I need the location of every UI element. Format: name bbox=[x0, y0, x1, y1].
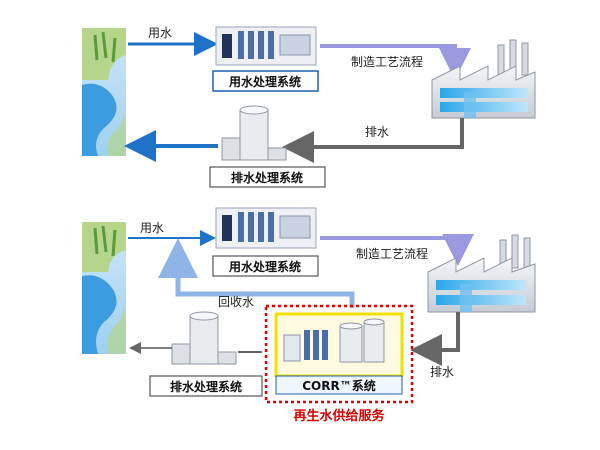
intake-label-bottom: 用水 bbox=[140, 221, 164, 235]
process-arrow-top bbox=[320, 44, 471, 80]
intake-label-top: 用水 bbox=[148, 26, 172, 40]
factory-illustration-top bbox=[431, 39, 536, 119]
regenerated-water-service-label: 再生水供给服务 bbox=[293, 408, 385, 424]
recovered-water-label: 回收水 bbox=[218, 295, 254, 309]
wastewater-system-box-top bbox=[209, 166, 326, 188]
corr-system-box bbox=[275, 375, 403, 395]
regenerated-water-service-frame bbox=[264, 304, 414, 404]
recovered-water-arrow bbox=[158, 238, 355, 308]
wastewater-system-label-bottom: 排水处理系统 bbox=[170, 379, 242, 394]
discharge-label-top: 排水 bbox=[365, 125, 389, 139]
discharge-arrow-top bbox=[282, 118, 464, 163]
treatment-system-box-bottom bbox=[212, 255, 319, 277]
treatment-system-label-bottom: 用水处理系统 bbox=[228, 259, 301, 274]
factory-illustration-bottom bbox=[427, 234, 536, 313]
process-arrow-bottom bbox=[320, 234, 474, 266]
treatment-equipment-top bbox=[215, 26, 317, 66]
wastewater-equipment-top bbox=[221, 105, 287, 161]
corr-system-label: CORR™系统 bbox=[302, 378, 376, 393]
wastewater-system-label-top: 排水处理系统 bbox=[231, 170, 303, 185]
corr-equipment bbox=[283, 318, 385, 363]
treatment-system-label-top: 用水处理系统 bbox=[228, 74, 301, 89]
river-illustration-bottom bbox=[82, 222, 126, 354]
treatment-equipment-bottom bbox=[215, 207, 317, 249]
wastewater-system-box-bottom bbox=[149, 375, 263, 397]
discharge-arrow-bottom bbox=[410, 312, 460, 366]
process-label-bottom: 制造工艺流程 bbox=[356, 246, 428, 261]
process-label-top: 制造工艺流程 bbox=[351, 54, 423, 69]
river-illustration-top bbox=[82, 28, 126, 156]
treatment-system-box-top bbox=[212, 70, 319, 92]
discharge-label-bottom: 排水 bbox=[430, 365, 454, 379]
wastewater-equipment-bottom bbox=[171, 311, 237, 365]
